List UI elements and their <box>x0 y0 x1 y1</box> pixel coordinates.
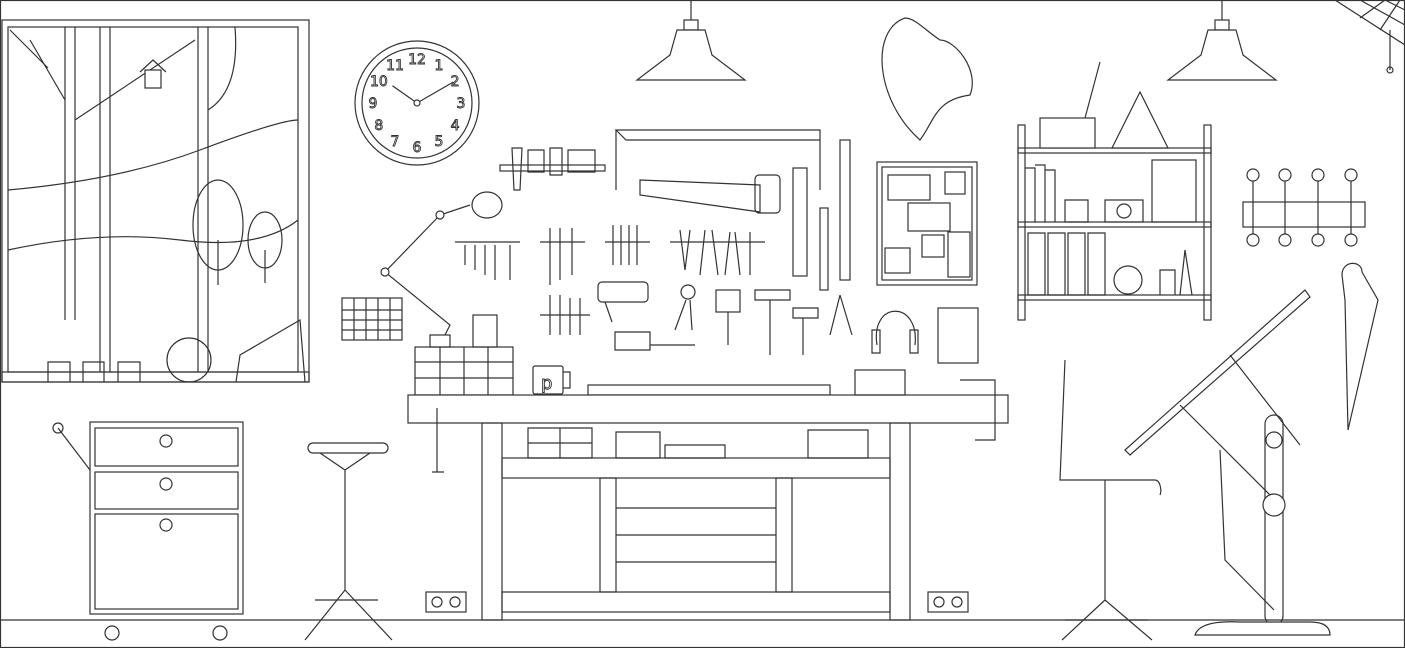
minute-hand <box>416 81 454 104</box>
cobweb <box>1334 0 1405 70</box>
rolling-cabinet <box>52 421 244 641</box>
wall-outlet-left <box>425 591 467 613</box>
clock-number: 3 <box>457 96 466 112</box>
pendant-lamp-right <box>1166 0 1278 81</box>
clock-number: 2 <box>451 74 460 90</box>
clock-number: 9 <box>369 96 378 112</box>
mug: p <box>532 365 571 395</box>
clock-number: 8 <box>374 118 383 134</box>
desk-lamp <box>380 191 503 348</box>
clock-number: 7 <box>391 134 400 150</box>
clock-number: 11 <box>386 58 404 74</box>
umbrella <box>1341 262 1379 431</box>
tools-wall <box>455 129 853 355</box>
mug-letter: p <box>541 373 552 394</box>
window <box>1 19 310 383</box>
wall-sculpture <box>881 17 973 141</box>
clipboard <box>937 307 979 364</box>
clock-number: 1 <box>435 58 444 74</box>
workbench <box>407 369 1009 621</box>
clock-number: 12 <box>408 52 426 68</box>
wall-calendar <box>341 297 403 341</box>
wall-outlet-right <box>927 591 969 613</box>
clock-number: 5 <box>435 134 444 150</box>
coat-rack <box>1242 168 1366 247</box>
hour-hand <box>392 85 418 104</box>
clock-number: 6 <box>413 140 422 156</box>
drafting-table <box>1124 289 1331 636</box>
clock-number: 10 <box>370 74 388 90</box>
clock-number: 4 <box>451 118 460 134</box>
wall-shelf <box>1017 61 1212 321</box>
stool <box>304 442 393 641</box>
small-drawer-unit <box>414 314 514 396</box>
drafting-chair <box>1059 359 1162 641</box>
pendant-lamp-left <box>635 0 747 81</box>
corkboard <box>876 161 978 286</box>
headphones-icon <box>871 310 919 354</box>
